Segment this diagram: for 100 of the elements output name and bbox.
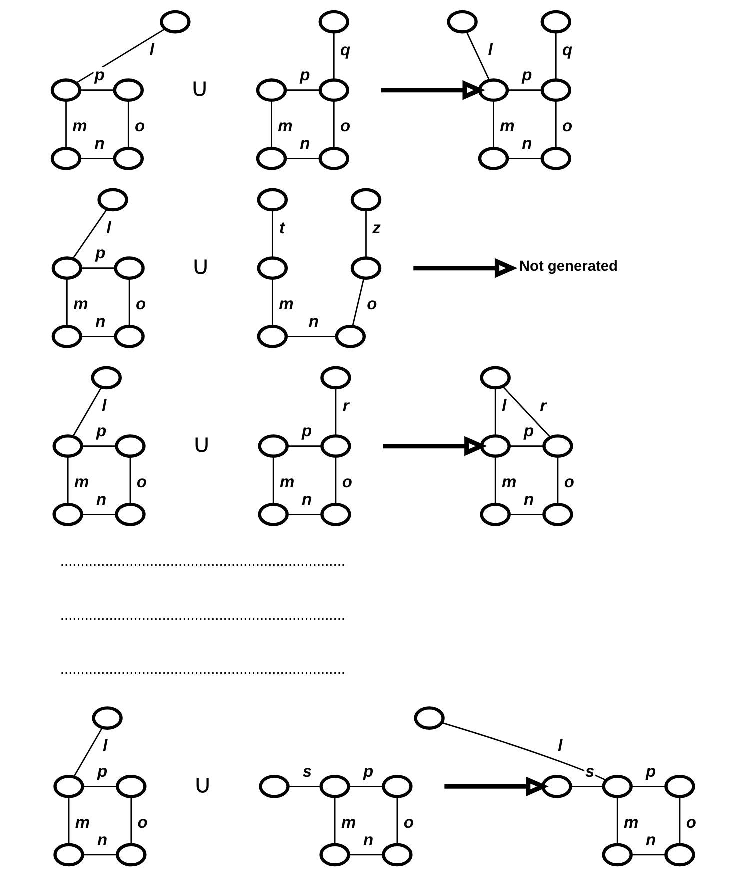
node-circle [664, 843, 695, 867]
node-circle [318, 10, 349, 34]
connector [570, 786, 604, 788]
edge-label: z [372, 219, 380, 238]
connector [508, 514, 544, 516]
node-circle [112, 147, 144, 170]
arrow [444, 776, 548, 797]
node-circle [256, 78, 287, 102]
node-circle [602, 843, 632, 867]
connector [630, 854, 666, 856]
connector [508, 446, 544, 447]
node-circle [480, 366, 510, 390]
connector [80, 268, 116, 270]
connector [285, 90, 320, 92]
edge-label: l [488, 41, 492, 60]
node-circle [256, 188, 288, 212]
node-circle [318, 147, 349, 170]
connector [72, 208, 108, 260]
edge-label: n [302, 490, 312, 509]
edge-label: s [302, 762, 312, 781]
edge-label: o [134, 118, 145, 136]
node-circle [382, 774, 412, 798]
node-circle [160, 10, 190, 34]
node-circle [446, 10, 478, 34]
connector [72, 387, 102, 437]
edge-label: n [522, 134, 532, 153]
edge-label: o [564, 473, 574, 492]
connector [441, 722, 606, 782]
connector [75, 28, 166, 84]
edge-label: m [280, 473, 294, 492]
connector [73, 728, 103, 778]
connector [285, 158, 320, 160]
connector [66, 278, 68, 326]
arrow [380, 80, 485, 100]
edge-label: m [73, 296, 88, 314]
connector [365, 210, 366, 258]
edge-label: o [340, 118, 350, 136]
connector [81, 514, 116, 516]
edge-label: p [524, 422, 534, 441]
connector [554, 32, 556, 80]
edge-label: p [96, 762, 108, 781]
node-circle [664, 774, 695, 798]
node-circle [334, 324, 366, 348]
node-circle [382, 843, 412, 867]
edge-label: r [540, 397, 546, 416]
node-circle [50, 147, 82, 170]
connector [466, 32, 490, 81]
node-circle [114, 324, 144, 348]
edge-label: o [135, 296, 146, 314]
edge-label: p [95, 244, 106, 263]
connector [352, 278, 364, 327]
connector [494, 456, 496, 504]
node-circle [320, 502, 351, 526]
connector [270, 100, 272, 148]
connector [286, 336, 336, 338]
connector [334, 796, 336, 844]
node-circle [540, 10, 571, 34]
edge-label: n [96, 490, 106, 509]
node-circle [258, 502, 288, 526]
connector [630, 786, 666, 788]
edge-label: l [102, 738, 108, 756]
label: ∪ [191, 252, 210, 281]
node-circle [258, 774, 290, 798]
edge-label: q [562, 41, 572, 60]
edge-label: p [522, 66, 532, 85]
node-circle [97, 188, 128, 212]
edge-label: o [137, 814, 148, 832]
connector [332, 100, 334, 148]
edge-label: n [362, 831, 374, 850]
label: ...................................................................... [60, 554, 345, 570]
node-circle [602, 774, 632, 798]
edge-label: m [278, 296, 294, 314]
edge-label: n [308, 312, 318, 331]
edge-label: o [136, 473, 146, 492]
node-circle [116, 774, 146, 798]
edge-label: m [500, 118, 514, 136]
node-circle [116, 843, 146, 867]
connector [507, 90, 542, 92]
node-circle [258, 434, 288, 458]
edge-label: l [502, 397, 506, 416]
edge-label: n [94, 134, 104, 153]
node-circle [319, 843, 350, 867]
connector [286, 514, 322, 516]
node-circle [480, 502, 510, 526]
edge-label: p [96, 422, 106, 441]
edge-label: n [524, 490, 534, 509]
node-circle [540, 78, 571, 102]
connector [82, 786, 118, 788]
connector [507, 158, 542, 160]
edge-label: m [74, 473, 89, 492]
connector [68, 796, 70, 844]
connector [332, 32, 334, 80]
edge-label: o [366, 296, 377, 314]
connector [80, 90, 114, 92]
connector [65, 100, 66, 148]
node-circle [542, 434, 573, 458]
connector [271, 210, 273, 258]
edge-label: o [342, 473, 352, 492]
node-circle [480, 434, 510, 458]
edge-label: p [646, 762, 656, 781]
